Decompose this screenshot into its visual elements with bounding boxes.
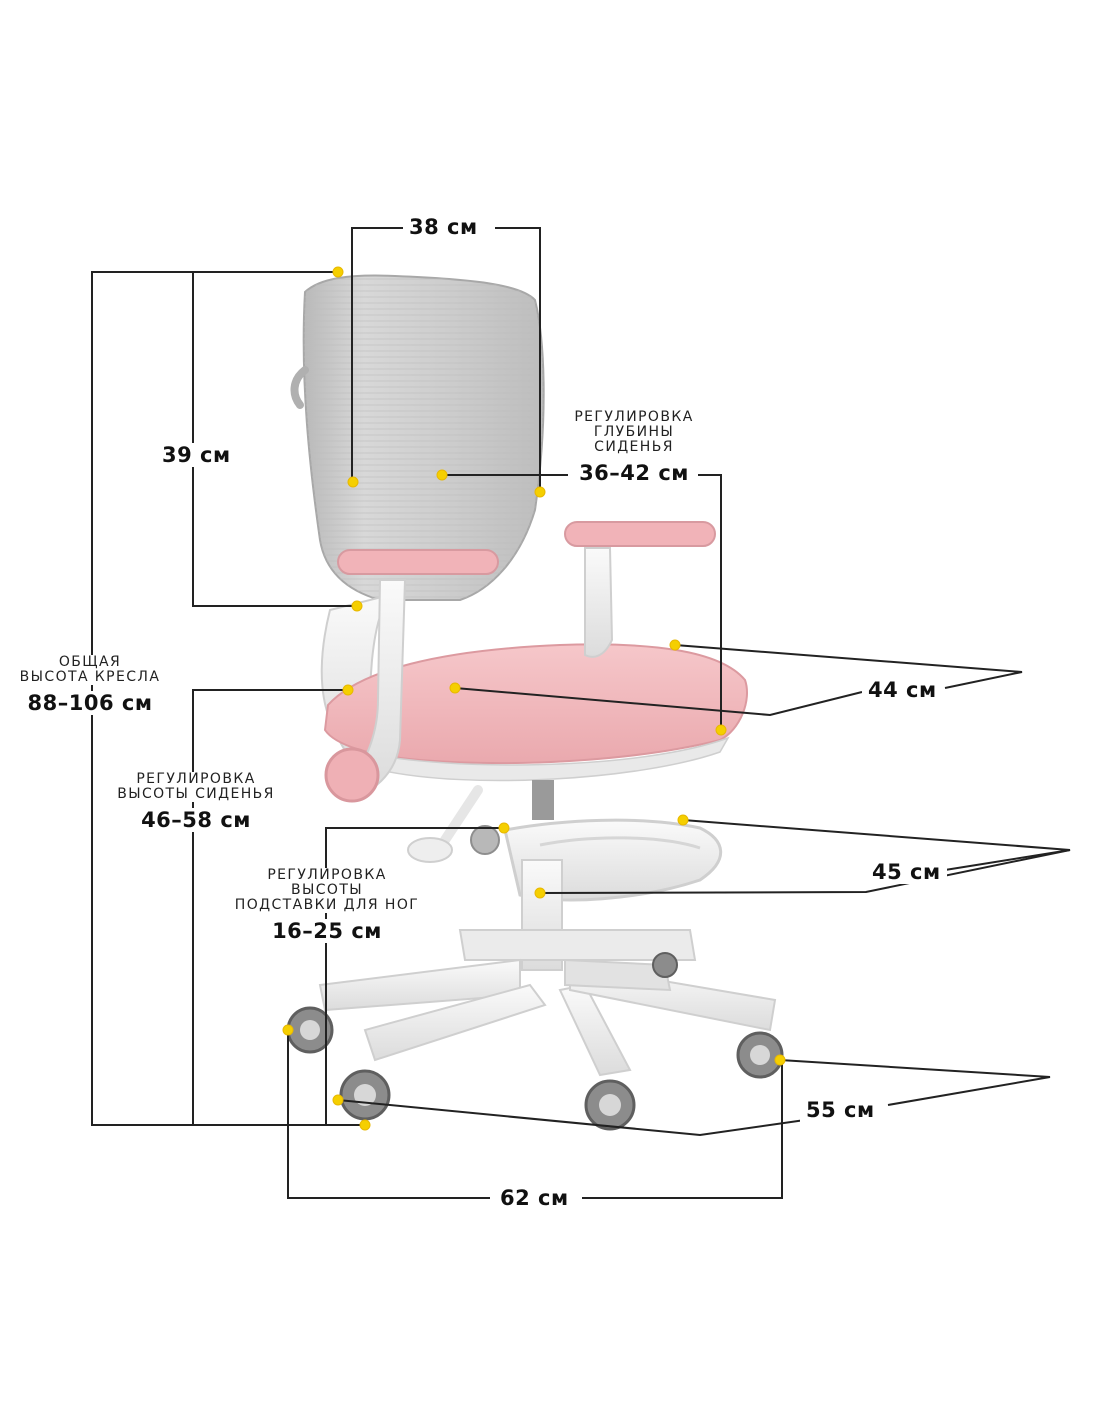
base-depth-label: 55 см [800, 1098, 881, 1122]
star-base [318, 929, 777, 1077]
footrest-ring [470, 818, 723, 902]
footrest-value: 16–25 см [222, 919, 432, 943]
right-armrest [564, 521, 716, 658]
marker-dot [715, 724, 727, 736]
backrest [290, 274, 545, 601]
footrest-caption-3: ПОДСТАВКИ ДЛЯ НОГ [222, 898, 432, 913]
footrest-caption-1: РЕГУЛИРОВКА [222, 868, 432, 883]
footrest-width-label: 45 см [866, 860, 947, 884]
seat-height-caption-2: ВЫСОТЫ СИДЕНЬЯ [106, 787, 286, 802]
seat-depth-caption-3: СИДЕНЬЯ [594, 439, 674, 455]
back-width-label: 38 см [403, 215, 484, 239]
total-height-caption-2: ВЫСОТА КРЕСЛА [6, 670, 174, 685]
marker-dot [342, 684, 354, 696]
seat-depth-label: РЕГУЛИРОВКА ГЛУБИНЫ СИДЕНЬЯ 36–42 см [560, 409, 708, 486]
footrest-caption-2: ВЫСОТЫ [222, 883, 432, 898]
marker-dot [669, 639, 681, 651]
back-height-label: 39 см [156, 443, 237, 467]
casters [286, 952, 784, 1131]
footrest-label: РЕГУЛИРОВКА ВЫСОТЫ ПОДСТАВКИ ДЛЯ НОГ 16–… [222, 868, 432, 943]
marker-dot [534, 887, 546, 899]
base-width-label: 62 см [494, 1186, 575, 1210]
seat-cushion [323, 643, 748, 782]
marker-dot [282, 1024, 294, 1036]
dimension-lines [91, 227, 1071, 1199]
marker-dots [282, 266, 786, 1131]
seat-depth-caption-1: РЕГУЛИРОВКА [574, 409, 694, 425]
chair-illustration [286, 274, 784, 1131]
marker-dot [449, 682, 461, 694]
marker-dot [774, 1054, 786, 1066]
marker-dot [351, 600, 363, 612]
marker-dot [436, 469, 448, 481]
marker-dot [498, 822, 510, 834]
seat-width-label: 44 см [862, 678, 943, 702]
marker-dot [359, 1119, 371, 1131]
marker-dot [534, 486, 546, 498]
gas-lift [532, 780, 554, 820]
total-height-caption-1: ОБЩАЯ [6, 655, 174, 670]
marker-dot [677, 814, 689, 826]
total-height-value: 88–106 см [6, 691, 174, 715]
seat-depth-value: 36–42 см [579, 461, 689, 485]
marker-dot [347, 476, 359, 488]
seat-height-label: РЕГУЛИРОВКА ВЫСОТЫ СИДЕНЬЯ 46–58 см [106, 772, 286, 832]
seat-height-caption-1: РЕГУЛИРОВКА [106, 772, 286, 787]
seat-height-value: 46–58 см [106, 808, 286, 832]
tilt-knob [324, 747, 380, 803]
total-height-label: ОБЩАЯ ВЫСОТА КРЕСЛА 88–106 см [6, 655, 174, 715]
marker-dot [332, 266, 344, 278]
marker-dot [332, 1094, 344, 1106]
seat-depth-caption-2: ГЛУБИНЫ [593, 424, 675, 440]
